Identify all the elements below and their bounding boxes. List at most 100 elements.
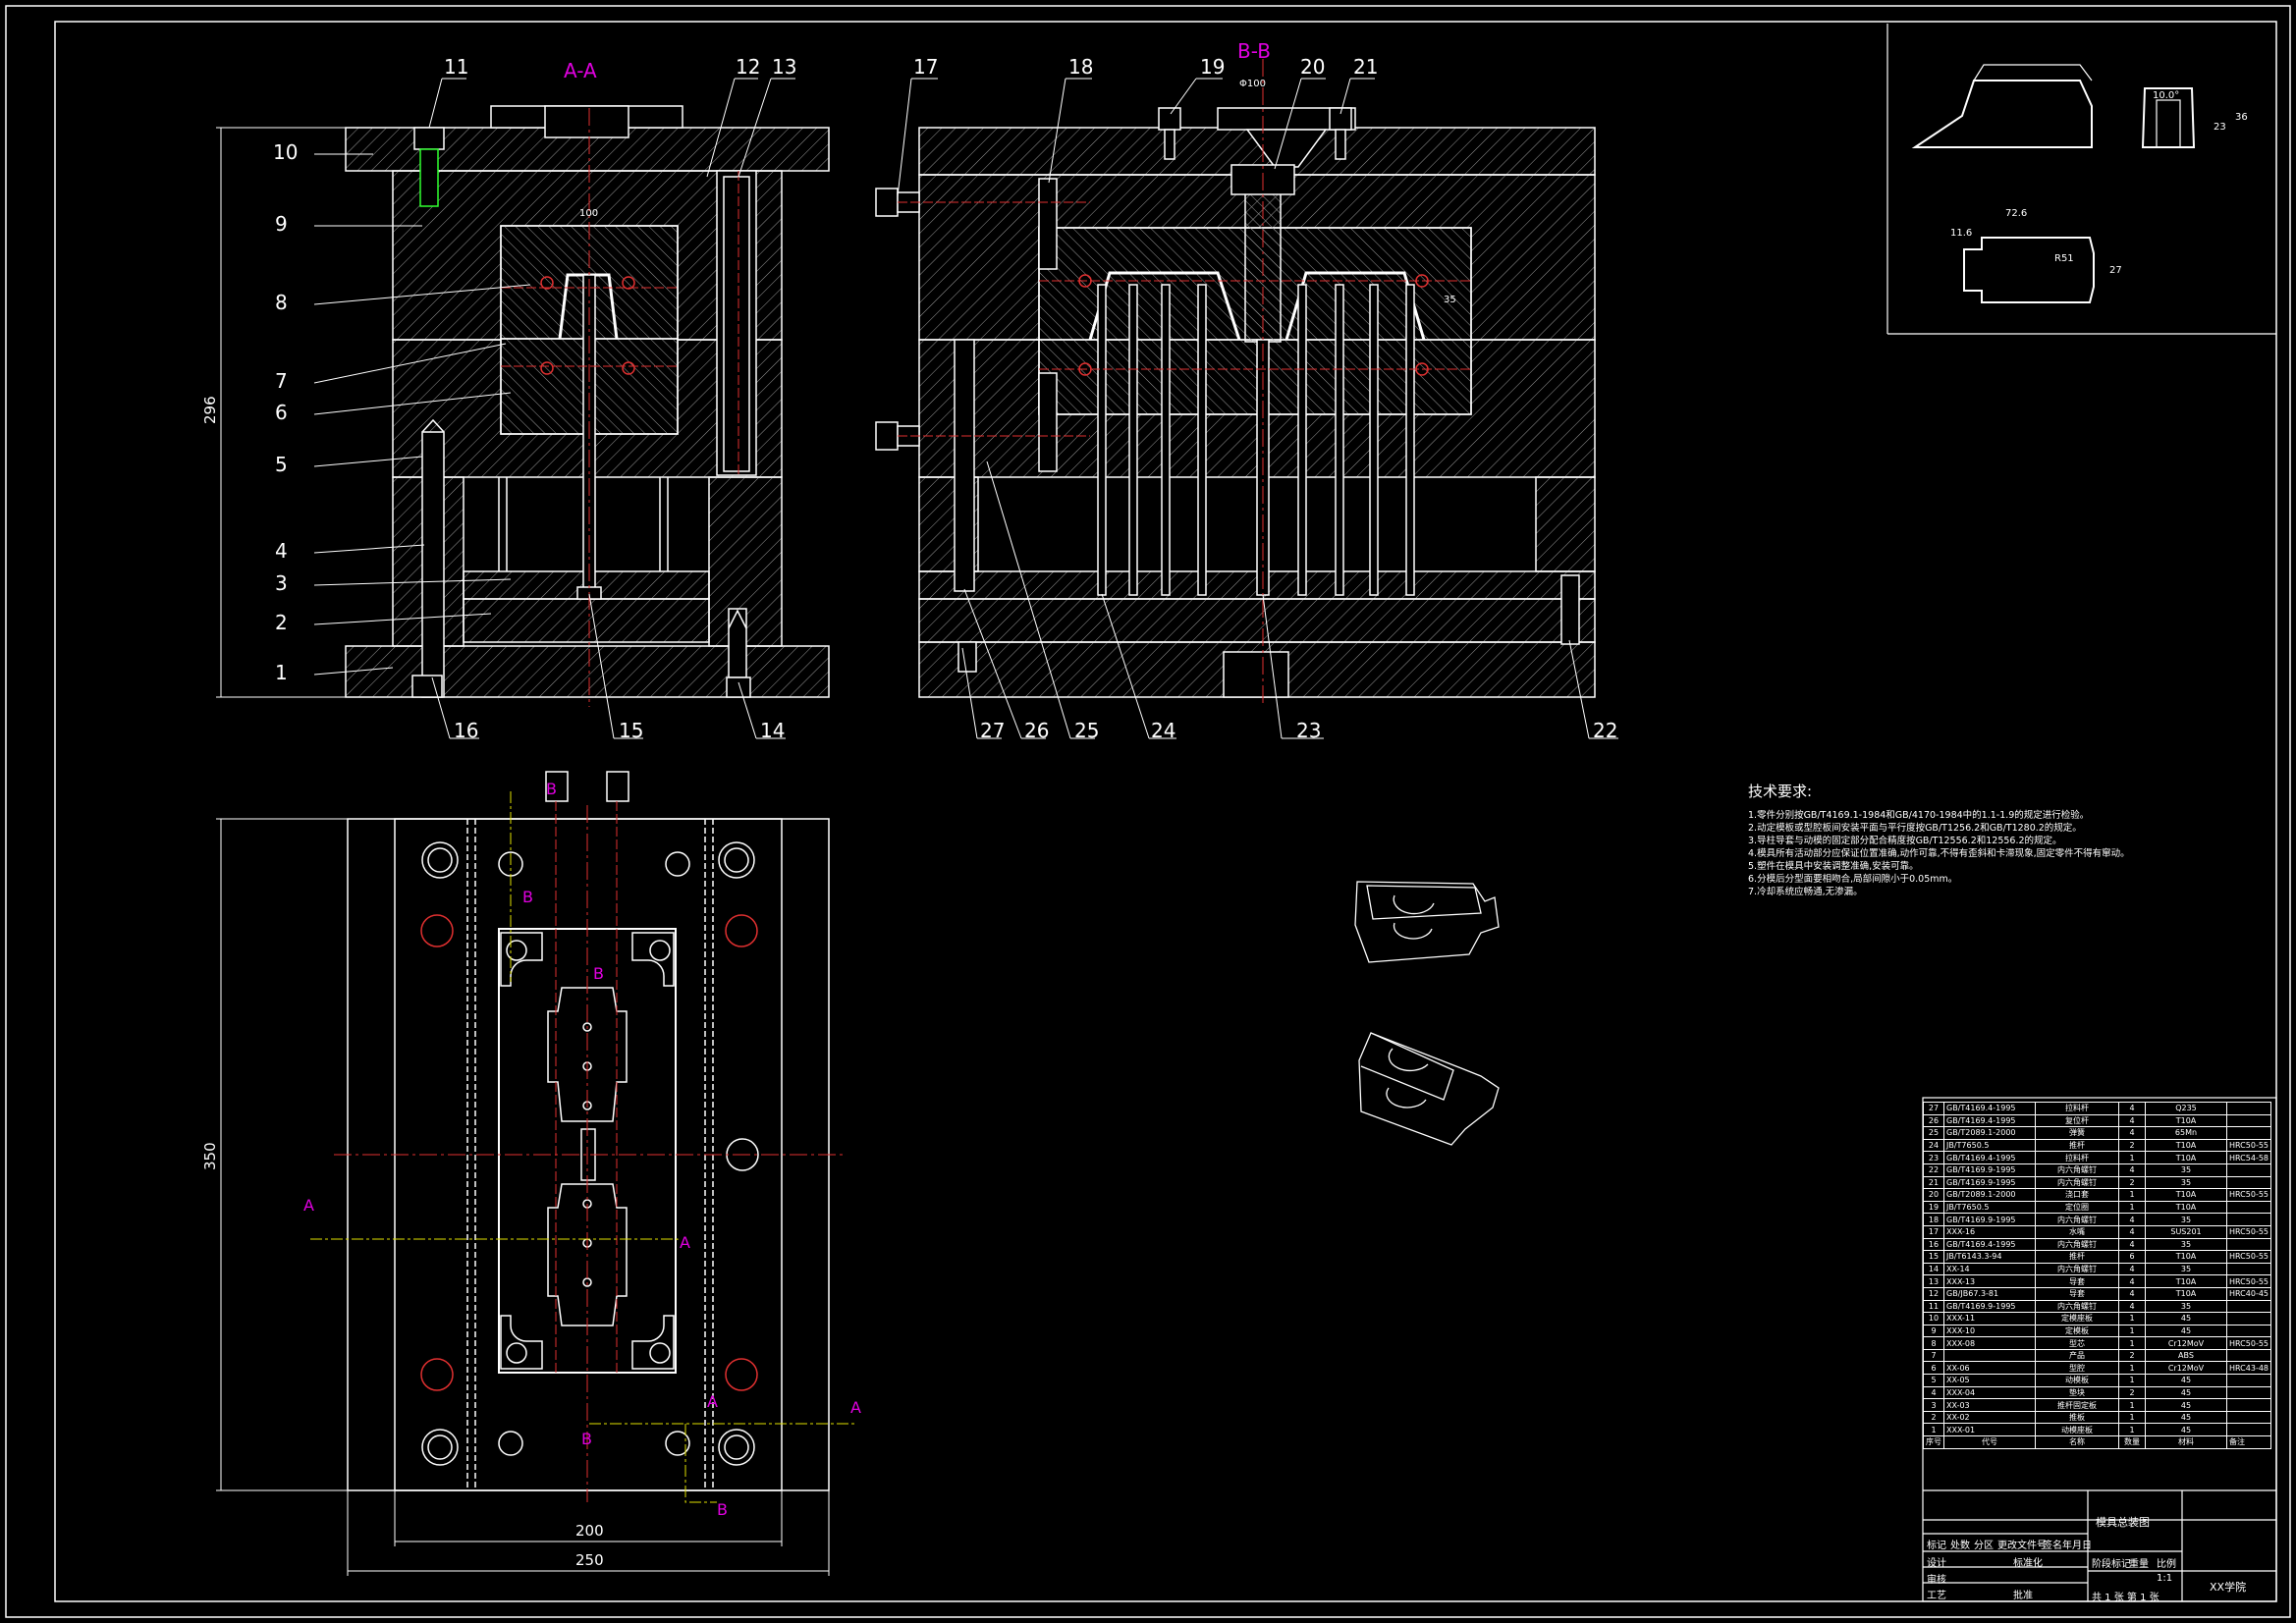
- marker-a-left: A: [303, 1196, 314, 1215]
- bom-cell-qty: 2: [2118, 1385, 2146, 1400]
- bom-cell-material: 35: [2145, 1213, 2227, 1226]
- bom-cell-material: ABS: [2145, 1348, 2227, 1363]
- bom-cell-code: GB/T4169.4-1995: [1943, 1113, 2036, 1128]
- bom-cell-remark: [2225, 1237, 2272, 1252]
- bom-cell-name: 动模板: [2035, 1374, 2119, 1387]
- title-role-design: 设计: [1927, 1558, 1946, 1569]
- title-label-doc: 更改文件号: [1997, 1541, 2047, 1551]
- marker-b-bottom: B: [581, 1430, 592, 1448]
- bom-cell-no: 9: [1923, 1324, 1944, 1338]
- part-number-26: 26: [1024, 719, 1050, 742]
- bom-cell-code: GB/T2089.1-2000: [1943, 1188, 2036, 1202]
- marker-b-top: B: [522, 888, 533, 906]
- bom-cell-material: 35: [2145, 1299, 2227, 1314]
- bom-cell-material: 45: [2145, 1423, 2227, 1437]
- bom-header-no: 序号: [1923, 1435, 1944, 1449]
- bom-cell-qty: 4: [2118, 1213, 2146, 1226]
- bom-cell-remark: [2225, 1299, 2272, 1314]
- part-number-21: 21: [1353, 55, 1379, 79]
- bom-cell-code: GB/T4169.9-1995: [1943, 1299, 2036, 1314]
- title-stage-label: 阶段标记: [2092, 1559, 2131, 1570]
- section-aa-title: A-A: [564, 59, 597, 82]
- title-scale: 1:1: [2157, 1573, 2173, 1584]
- part-number-25: 25: [1074, 719, 1100, 742]
- bom-cell-material: T10A: [2145, 1250, 2227, 1264]
- part-number-4: 4: [275, 539, 288, 563]
- dim-width-200: 200: [575, 1522, 604, 1540]
- part-number-12: 12: [736, 55, 761, 79]
- part-number-11: 11: [444, 55, 469, 79]
- part-dim-23: 23: [2214, 122, 2226, 133]
- title-block-frame: [1922, 1097, 2277, 1602]
- bom-cell-no: 26: [1923, 1113, 1944, 1128]
- bom-cell-material: SUS201: [2145, 1224, 2227, 1239]
- title-label-mark: 标记: [1927, 1541, 1946, 1551]
- bom-header-remark: 备注: [2225, 1435, 2272, 1449]
- bom-cell-no: 27: [1923, 1102, 1944, 1115]
- bom-cell-material: T10A: [2145, 1286, 2227, 1301]
- bom-cell-remark: [2225, 1200, 2272, 1215]
- bom-cell-code: GB/JB67.3-81: [1943, 1286, 2036, 1301]
- title-label-count: 处数: [1950, 1541, 1970, 1551]
- bom-cell-qty: 4: [2118, 1126, 2146, 1140]
- bom-cell-name: 水嘴: [2035, 1224, 2119, 1239]
- bom-cell-code: XXX-10: [1943, 1324, 2036, 1338]
- part-number-3: 3: [275, 571, 288, 595]
- bom-cell-qty: 1: [2118, 1200, 2146, 1215]
- bom-cell-name: 拉料杆: [2035, 1151, 2119, 1164]
- bom-cell-qty: 4: [2118, 1113, 2146, 1128]
- part-number-15: 15: [619, 719, 644, 742]
- bom-cell-remark: [2225, 1126, 2272, 1140]
- bom-cell-name: 动模座板: [2035, 1423, 2119, 1437]
- title-weight-label: 重量: [2129, 1559, 2149, 1570]
- bom-cell-material: 45: [2145, 1374, 2227, 1387]
- dim-width-250: 250: [575, 1551, 604, 1569]
- bom-cell-no: 22: [1923, 1163, 1944, 1177]
- bom-cell-no: 4: [1923, 1385, 1944, 1400]
- bom-cell-name: 推杆: [2035, 1250, 2119, 1264]
- bom-cell-name: 拉料杆: [2035, 1102, 2119, 1115]
- bom-cell-code: XXX-08: [1943, 1336, 2036, 1350]
- bom-cell-qty: 4: [2118, 1163, 2146, 1177]
- bom-cell-name: 内六角螺钉: [2035, 1163, 2119, 1177]
- dim-100: 100: [579, 208, 599, 219]
- bom-cell-material: 45: [2145, 1398, 2227, 1412]
- part-number-14: 14: [760, 719, 786, 742]
- bom-cell-code: GB/T4169.9-1995: [1943, 1175, 2036, 1190]
- bom-cell-remark: [2225, 1374, 2272, 1387]
- bom-cell-no: 23: [1923, 1151, 1944, 1164]
- technical-requirements: 技术要求: 1.零件分别按GB/T4169.1-1984和GB/4170-198…: [1748, 781, 2200, 898]
- part-dim-36: 36: [2235, 112, 2248, 123]
- bom-cell-material: 35: [2145, 1237, 2227, 1252]
- bom-cell-no: 12: [1923, 1286, 1944, 1301]
- bom-cell-material: T10A: [2145, 1138, 2227, 1153]
- part-number-20: 20: [1300, 55, 1326, 79]
- bom-cell-no: 20: [1923, 1188, 1944, 1202]
- marker-a-mid: A: [680, 1233, 690, 1252]
- bom-cell-name: 产品: [2035, 1348, 2119, 1363]
- bom-cell-no: 8: [1923, 1336, 1944, 1350]
- bom-cell-material: T10A: [2145, 1274, 2227, 1288]
- bom-cell-remark: [2225, 1213, 2272, 1226]
- bom-cell-no: 21: [1923, 1175, 1944, 1190]
- plan-view: [216, 771, 856, 1576]
- dim-d100: Φ100: [1239, 79, 1266, 89]
- bom-cell-no: 3: [1923, 1398, 1944, 1412]
- bom-cell-material: Cr12MoV: [2145, 1361, 2227, 1376]
- bom-header-material: 材料: [2145, 1435, 2227, 1449]
- isometric-part-views: [1354, 881, 1500, 1146]
- bom-cell-qty: 1: [2118, 1410, 2146, 1425]
- part-detail-views: [1886, 24, 2276, 335]
- bom-cell-name: 内六角螺钉: [2035, 1213, 2119, 1226]
- bom-cell-qty: 6: [2118, 1250, 2146, 1264]
- outer-border: [5, 5, 2291, 1618]
- bom-cell-name: 内六角螺钉: [2035, 1262, 2119, 1276]
- dim-35: 35: [1444, 295, 1456, 305]
